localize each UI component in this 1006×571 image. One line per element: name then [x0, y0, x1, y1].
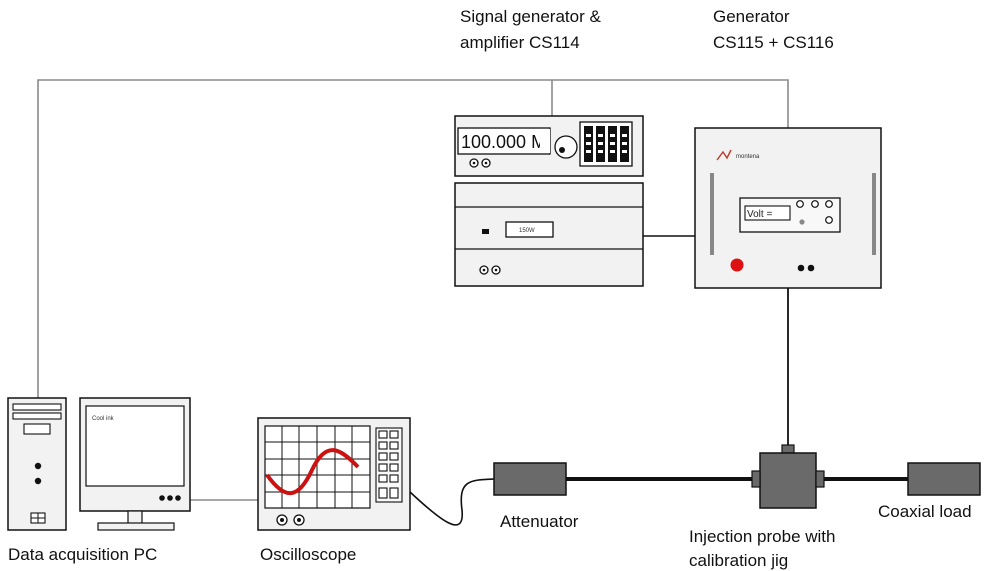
pulse-generator: montena Volt = [694, 127, 882, 289]
voltage-display [744, 205, 791, 221]
attenuator-label: Attenuator [500, 512, 579, 531]
frequency-display [457, 127, 551, 155]
frequency-display-text: 100.000 M [461, 132, 546, 152]
indicator-led [799, 219, 805, 225]
generator-label-line1: Generator [713, 7, 790, 26]
attenuator [493, 462, 567, 496]
injection-probe-label-line2: calibration jig [689, 551, 788, 570]
output-jack-left-icon [797, 264, 805, 272]
oscilloscope-label: Oscilloscope [260, 545, 356, 564]
data-pc-label: Data acquisition PC [8, 545, 157, 564]
connection-wires [37, 79, 789, 501]
sine-wave-trace [265, 448, 360, 496]
pc-to-bus-wire [37, 79, 789, 398]
right-handle [872, 173, 876, 255]
amplifier: 150W [454, 182, 644, 287]
generator-brand-text: montena [736, 154, 760, 160]
injection-probe-label-line1: Injection probe with [689, 527, 835, 546]
coaxial-load [907, 462, 981, 496]
data-acquisition-pc: Cool ink [7, 397, 191, 531]
left-handle [710, 173, 714, 255]
output-jack-right-icon [807, 264, 815, 272]
pc-tower [7, 397, 67, 531]
oscilloscope-to-attenuator-cable [409, 478, 495, 526]
keypad-icon[interactable] [579, 121, 633, 167]
injection-probe [751, 444, 825, 509]
tuning-knob-icon[interactable] [554, 135, 578, 159]
probe-inputs-icon [276, 514, 305, 526]
oscilloscope [257, 417, 411, 531]
signal-generator-label-line1: Signal generator & [460, 7, 601, 26]
oscilloscope-buttons-icon[interactable] [375, 427, 403, 503]
pc-screen [85, 405, 185, 487]
amplifier-connectors-icon [479, 265, 501, 275]
labels: Signal generator & amplifier CS114 Gener… [8, 7, 972, 570]
coaxial-load-label: Coaxial load [878, 502, 972, 521]
power-switch-icon[interactable] [482, 229, 489, 234]
montena-logo-icon: montena [716, 149, 760, 161]
pc-monitor: Cool ink [79, 397, 191, 531]
amplifier-panel-text: 150W [519, 228, 535, 234]
output-connectors-icon [469, 158, 491, 168]
signal-generator-label-line2: amplifier CS114 [460, 33, 580, 52]
pc-screen-text: Cool ink [92, 416, 115, 422]
amplifier-panel [505, 221, 554, 238]
generator-knobs-icon[interactable] [796, 200, 833, 224]
signal-generator: 100.000 M [454, 115, 644, 177]
voltage-display-text: Volt = [747, 209, 772, 220]
red-button[interactable] [730, 258, 744, 272]
generator-label-line2: CS115 + CS116 [713, 33, 834, 52]
rf-cables [409, 235, 908, 526]
